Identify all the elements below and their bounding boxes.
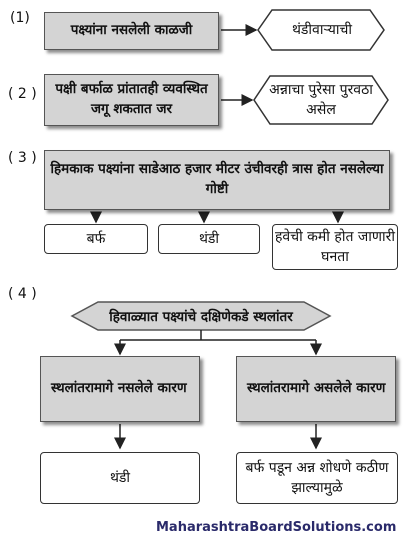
q3-answer-a: बर्फ — [44, 224, 148, 254]
q4-left-answer-text: थंडी — [109, 469, 131, 486]
q1-question-text: पक्ष्यांना नसलेली काळजी — [70, 22, 193, 39]
q3-question-box: हिमकाक पक्ष्यांना साडेआठ हजार मीटर उंचीव… — [44, 150, 390, 210]
q1-question-box: पक्ष्यांना नसलेली काळजी — [44, 12, 219, 50]
q2-question-text: पक्षी बर्फाळ प्रांतातही व्यवस्थित जगू शक… — [55, 81, 208, 117]
q4-left-head-box: स्थलांतरामागे नसलेले कारण — [40, 356, 200, 422]
q2-answer-shape — [253, 75, 389, 125]
q4-left-head-text: स्थलांतरामागे नसलेले कारण — [51, 380, 187, 397]
item-number-2: ( 2 ) — [8, 86, 37, 102]
item-number-3: ( 3 ) — [8, 150, 37, 166]
q4-top-shape — [70, 301, 332, 331]
item-number-4: ( 4 ) — [8, 286, 37, 302]
q3-question-text: हिमकाक पक्ष्यांना साडेआठ हजार मीटर उंचीव… — [50, 161, 384, 197]
watermark: MaharashtraBoardSolutions.com — [156, 520, 397, 535]
q1-answer-shape — [257, 9, 385, 51]
q1-answer-text: थंडीवाऱ्याची — [291, 21, 353, 38]
item-number-1: (1) — [10, 10, 30, 26]
q2-answer-box: अन्नाचा पुरेसा पुरवठा असेल — [264, 78, 378, 122]
q4-right-head-text: स्थलांतरामागे असलेले कारण — [247, 380, 386, 397]
q4-left-answer-box: थंडी — [40, 452, 200, 504]
q3-answer-c-text: हवेची कमी होत जाणारी घनता — [275, 228, 395, 265]
q3-answer-c: हवेची कमी होत जाणारी घनता — [272, 224, 398, 270]
q4-question-box: हिवाळ्यात पक्ष्यांचे दक्षिणेकडे स्थलांतर — [72, 302, 330, 330]
q1-answer-box: थंडीवाऱ्याची — [262, 12, 382, 48]
q4-right-answer-text: बर्फ पडून अन्न शोधणे कठीण झाल्यामुळे — [245, 459, 389, 496]
q3-answer-b-text: थंडी — [198, 230, 220, 247]
q4-right-answer-box: बर्फ पडून अन्न शोधणे कठीण झाल्यामुळे — [236, 452, 398, 504]
q2-answer-text: अन्नाचा पुरेसा पुरवठा असेल — [269, 81, 373, 118]
q2-question-box: पक्षी बर्फाळ प्रांतातही व्यवस्थित जगू शक… — [44, 74, 219, 126]
q4-right-head-box: स्थलांतरामागे असलेले कारण — [236, 356, 396, 422]
q4-question-text: हिवाळ्यात पक्ष्यांचे दक्षिणेकडे स्थलांतर — [109, 309, 293, 325]
q3-answer-b: थंडी — [158, 224, 260, 254]
q3-answer-a-text: बर्फ — [86, 230, 106, 247]
